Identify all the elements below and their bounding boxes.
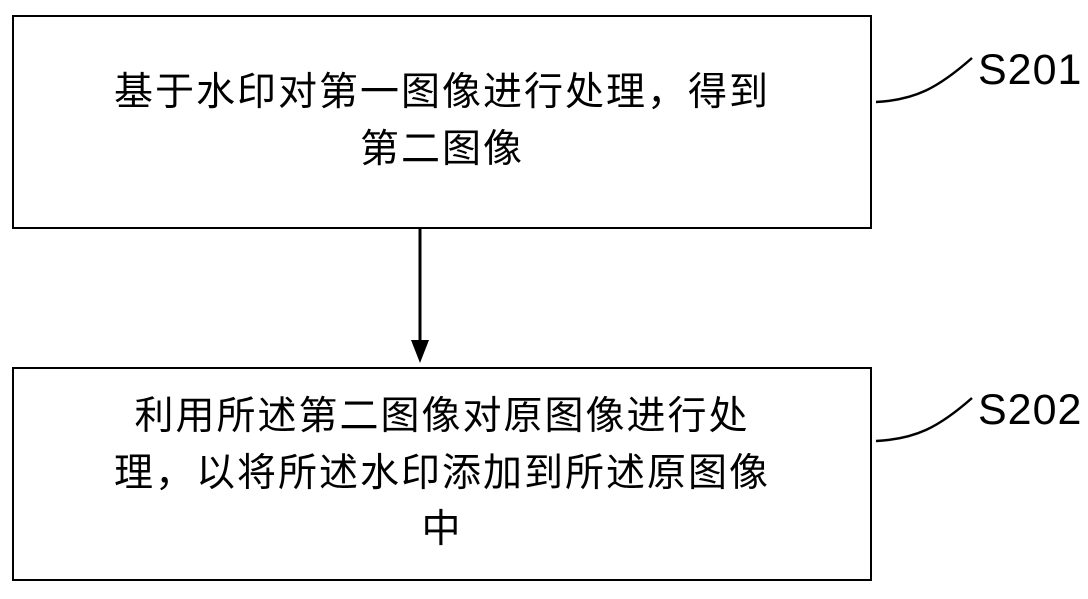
step-1-text-line-2: 第二图像 [359,127,524,172]
step-1-text-line-1: 基于水印对第一图像进行处理，得到 [113,70,770,116]
flow-box-step-1: 基于水印对第一图像进行处理，得到 第二图像 [12,15,872,229]
label-connector-s201 [875,57,973,104]
step-label-s202: S202 [978,386,1083,434]
flow-box-step-2: 利用所述第二图像对原图像进行处 理，以将所述水印添加到所述原图像 中 [12,367,872,581]
flow-arrow [411,229,429,363]
label-connector-s202 [875,397,973,443]
step-label-s201: S201 [978,46,1083,94]
step-2-text-line-3: 中 [421,507,463,553]
step-2-text-line-1: 利用所述第二图像对原图像进行处 [134,394,750,440]
step-2-text-line-2: 理，以将所述水印添加到所述原图像 [113,450,770,496]
